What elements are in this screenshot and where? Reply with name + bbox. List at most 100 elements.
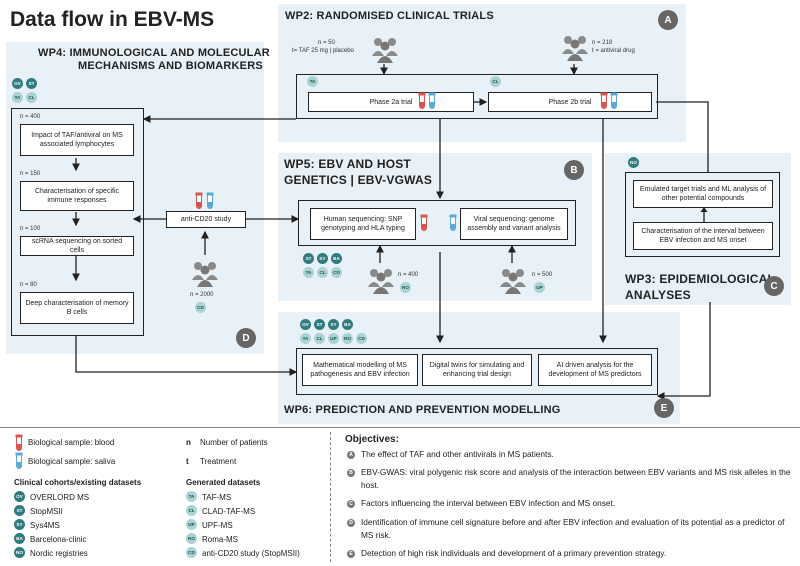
blood-tube-icon [418, 92, 426, 109]
wp4-title-line1: WP4: IMMUNOLOGICAL AND MOLECULAR [38, 47, 270, 59]
wp3-box-emulated: Emulated target trials and ML analysis o… [633, 180, 773, 208]
badge-cl: CL [26, 92, 37, 103]
badge-st: ST [303, 253, 314, 264]
legend-clinical-label: Barcelona-clinic [30, 535, 87, 544]
badge-no: NO [628, 157, 639, 168]
wp4-n1: n = 400 [20, 114, 41, 120]
wp2-title: WP2: RANDOMISED CLINICAL TRIALS [285, 10, 494, 22]
legend-generated-label: UPF-MS [202, 521, 233, 530]
wp4-title-line2: MECHANISMS AND BIOMARKERS [78, 60, 263, 72]
legend-clinical-label: Sys4MS [30, 521, 60, 530]
legend-t-label: Treatment [200, 457, 237, 466]
badge-ta: TA [303, 267, 314, 278]
badge-cd: CD [186, 547, 197, 558]
human-seq-label: Human sequencing: SNP genotyping and HLA… [321, 216, 405, 232]
wp6-box-twins: Digital twins for simulating and enhanci… [422, 354, 532, 386]
objective-text: Detection of high risk individuals and d… [361, 548, 667, 558]
wp3-box-emulated-label: Emulated target trials and ML analysis o… [639, 186, 767, 202]
badge-st: ST [14, 505, 25, 516]
badge-ov: OV [12, 78, 23, 89]
badge-ba: BA [342, 319, 353, 330]
wp4-frame [11, 108, 144, 336]
wp4-n3: n = 100 [20, 226, 41, 232]
wp3-box-interval: Characterisation of the interval between… [633, 222, 773, 250]
wp2-n1: n = 50 [318, 40, 335, 46]
legend-generated-title: Generated datasets [186, 478, 261, 487]
legend-clinical-label: Nordic registries [30, 549, 88, 558]
page-title: Data flow in EBV-MS [10, 8, 215, 31]
wp5-title-line1: WP5: EBV AND HOST [284, 157, 411, 171]
wp5-letter-badge: B [564, 160, 584, 180]
phase2b-box: Phase 2b trial [488, 92, 652, 112]
legend-generated-label: Roma-MS [202, 535, 239, 544]
badge-ta: TA [12, 92, 23, 103]
badge-up: UP [186, 519, 197, 530]
badge-cl: CL [490, 76, 501, 87]
objective-badge: C [347, 500, 355, 508]
viral-seq-label: Viral sequencing: genome assembly and va… [467, 216, 561, 232]
patients-group-icon [562, 36, 588, 61]
objective-badge: D [347, 519, 355, 527]
badge-ov: OV [14, 491, 25, 502]
legend-generated-label: TAF-MS [202, 493, 232, 502]
patients-group-icon [372, 38, 398, 63]
wp3-frame [625, 172, 780, 257]
badge-ba: BA [14, 533, 25, 544]
wp2-panel [278, 4, 686, 142]
legend-clinical-title: Clinical cohorts/existing datasets [14, 478, 142, 487]
wp4-box-scrna-label: scRNA sequencing on sorted cells [31, 238, 123, 254]
patients-group-icon [500, 269, 526, 294]
objectives-title: Objectives: [345, 434, 399, 445]
wp4-n2: n = 150 [20, 171, 41, 177]
saliva-tube-icon [610, 92, 618, 109]
badge-ro: RO [186, 533, 197, 544]
wp6-box-math: Mathematical modelling of MS pathogenesi… [302, 354, 418, 386]
badge-cd: CD [331, 267, 342, 278]
legend-clinical-label: StopMSII [30, 507, 63, 516]
badge-ro: RO [400, 282, 411, 293]
legend-saliva: Biological sample: saliva [28, 457, 116, 466]
phase2a-box: Phase 2a trial [308, 92, 474, 112]
wp4-n4: n = 80 [20, 282, 37, 288]
badge-st: ST [26, 78, 37, 89]
objective-badge: E [347, 550, 355, 558]
badge-cl: CL [317, 267, 328, 278]
wp4-box-scrna: scRNA sequencing on sorted cells [20, 236, 134, 256]
badge-sy: SY [14, 519, 25, 530]
badge-ta: TA [186, 491, 197, 502]
badge-sy: SY [328, 319, 339, 330]
objective-badge: A [347, 451, 355, 459]
anticd20-box: anti-CD20 study [166, 211, 246, 228]
patients-group-icon [368, 269, 394, 294]
patients-group-icon [192, 262, 218, 287]
wp3-title-line2: ANALYSES [625, 288, 691, 302]
phase2a-label: Phase 2a trial [369, 98, 413, 106]
objective-text: EBV-GWAS: viral polygenic risk score and… [361, 467, 791, 490]
wp2-treat2: t = antiviral drug [592, 48, 635, 54]
wp4-letter-badge: D [236, 328, 256, 348]
badge-ta: TA [300, 333, 311, 344]
blood-tube-icon [600, 92, 608, 109]
legend-generated-label: CLAD-TAF-MS [202, 507, 256, 516]
blood-tube-icon [420, 214, 428, 231]
badge-sy: SY [317, 253, 328, 264]
wp6-letter-badge: E [654, 398, 674, 418]
badge-ta: TA [307, 76, 318, 87]
wp6-title: WP6: PREDICTION AND PREVENTION MODELLING [284, 404, 561, 416]
wp6-box-math-label: Mathematical modelling of MS pathogenesi… [310, 362, 410, 378]
wp6-box-ai: AI driven analysis for the development o… [538, 354, 652, 386]
vertical-divider [330, 432, 332, 562]
legend-blood: Biological sample: blood [28, 438, 115, 447]
wp5-title-line2: GENETICS | EBV-VGWAS [284, 173, 433, 187]
badge-cd: CD [195, 302, 206, 313]
objective-badge: B [347, 469, 355, 477]
badge-up: UP [328, 333, 339, 344]
anticd20-label: anti-CD20 study [180, 216, 232, 223]
wp3-box-interval-label: Characterisation of the interval between… [641, 228, 765, 244]
objective-text: Factors influencing the interval between… [361, 498, 616, 508]
saliva-tube-icon [449, 214, 457, 231]
wp6-box-ai-label: AI driven analysis for the development o… [548, 362, 642, 378]
wp2-letter-badge: A [658, 10, 678, 30]
legend-n-label: Number of patients [200, 438, 268, 447]
wp3-letter-badge: C [764, 276, 784, 296]
